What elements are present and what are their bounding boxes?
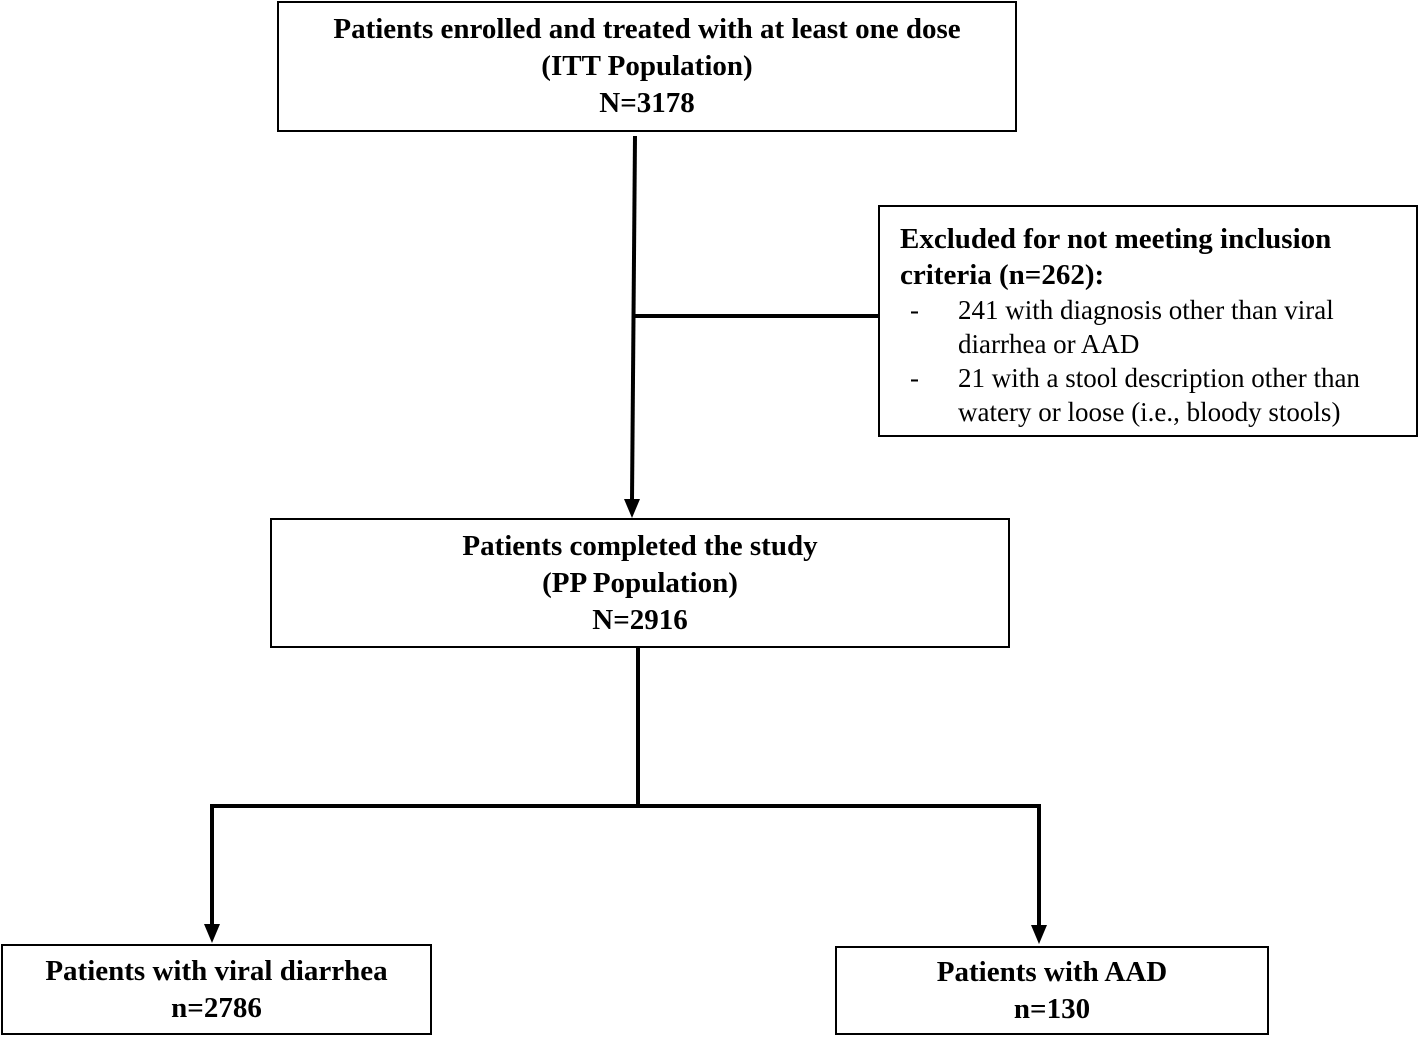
pp-population-box: Patients completed the study (PP Populat… bbox=[270, 518, 1010, 648]
connector-itt-to-pp bbox=[630, 135, 637, 501]
excluded-heading-line-2: criteria (n=262): bbox=[900, 259, 1105, 291]
arrowhead-aad bbox=[1031, 925, 1047, 944]
excluded-reason-item: - 21 with a stool description other than… bbox=[900, 361, 1406, 429]
pp-subtitle: (PP Population) bbox=[542, 566, 738, 599]
excluded-reasons-list: - 241 with diagnosis other than viral di… bbox=[900, 293, 1406, 429]
arrowhead-viral bbox=[204, 924, 220, 943]
excluded-heading-line-1: Excluded for not meeting inclusion bbox=[900, 223, 1332, 255]
arrowhead-pp bbox=[624, 499, 640, 518]
excluded-reason-line: 241 with diagnosis other than viral bbox=[958, 295, 1334, 325]
pp-title: Patients completed the study bbox=[462, 529, 818, 562]
viral-diarrhea-box: Patients with viral diarrhea n=2786 bbox=[1, 944, 432, 1035]
excluded-reason-item: - 241 with diagnosis other than viral di… bbox=[900, 293, 1406, 361]
aad-count: n=130 bbox=[1013, 992, 1091, 1025]
aad-title: Patients with AAD bbox=[936, 955, 1168, 988]
aad-box: Patients with AAD n=130 bbox=[835, 946, 1269, 1035]
excluded-reason-line: 21 with a stool description other than bbox=[958, 363, 1360, 393]
itt-population-box: Patients enrolled and treated with at le… bbox=[277, 1, 1017, 132]
itt-title: Patients enrolled and treated with at le… bbox=[333, 13, 961, 45]
itt-count: N=3178 bbox=[599, 87, 695, 119]
pp-count: N=2916 bbox=[592, 603, 688, 636]
viral-title: Patients with viral diarrhea bbox=[45, 954, 388, 987]
viral-count: n=2786 bbox=[171, 991, 262, 1024]
bullet-dash: - bbox=[910, 295, 919, 325]
bullet-dash: - bbox=[910, 363, 919, 393]
excluded-reason-line: watery or loose (i.e., bloody stools) bbox=[958, 397, 1341, 427]
itt-subtitle: (ITT Population) bbox=[541, 50, 753, 82]
excluded-box: Excluded for not meeting inclusion crite… bbox=[878, 205, 1418, 437]
excluded-reason-line: diarrhea or AAD bbox=[958, 329, 1140, 359]
excluded-heading: Excluded for not meeting inclusion crite… bbox=[900, 221, 1406, 293]
